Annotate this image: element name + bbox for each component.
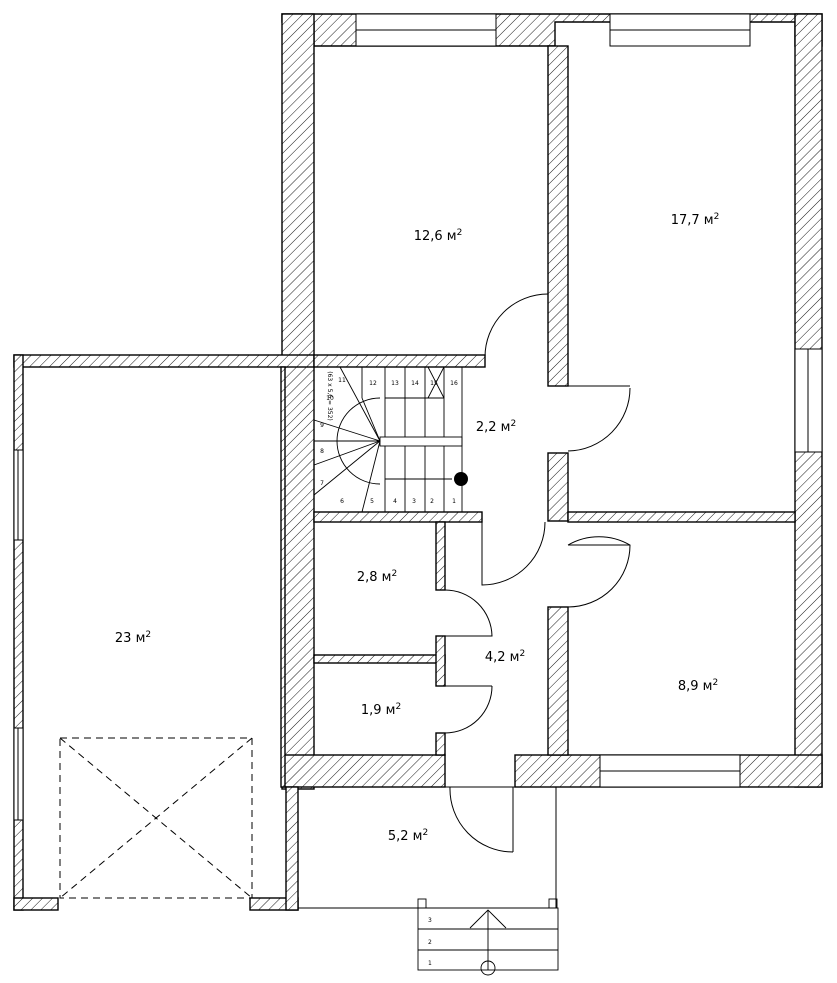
wall-main-left-lower — [281, 358, 315, 790]
stair-step-4: 4 — [393, 498, 397, 505]
wall-bath-right — [435, 521, 446, 591]
stair-step-9: 9 — [320, 422, 324, 429]
wall-bottom-left — [281, 754, 446, 788]
windows — [13, 13, 823, 821]
wall-porch-left — [285, 786, 299, 911]
door-swing-se — [567, 536, 631, 608]
room-bedroom-se-area-label: 8,9 м2 — [678, 678, 718, 694]
wall-interior-center-mid — [547, 452, 569, 522]
wall-garage-top — [13, 354, 315, 368]
stair-step-12: 12 — [369, 380, 377, 387]
wall-bath-bottom — [313, 654, 446, 664]
door-swing-entry — [449, 786, 514, 853]
stair-step-6: 6 — [340, 498, 344, 505]
stair-start-marker — [454, 472, 468, 486]
entry-step-2: 2 — [428, 939, 432, 946]
wall-east-mid — [567, 511, 796, 523]
stair-step-3: 3 — [412, 498, 416, 505]
stair-step-11: 11 — [338, 377, 346, 384]
entry-step-1: 1 — [428, 960, 432, 967]
porch — [298, 786, 557, 909]
stair-step-2: 2 — [430, 498, 434, 505]
wall-garage-bottom-left — [13, 897, 59, 911]
wall-interior-center-upper — [547, 45, 569, 387]
room-garage-area-label: 23 м2 — [115, 630, 151, 646]
interior-walls — [313, 45, 796, 756]
wall-wc-right-upper — [435, 635, 446, 687]
wall-stair-bottom — [313, 511, 483, 523]
stair-step-5: 5 — [370, 498, 374, 505]
stair-step-7: 7 — [320, 480, 324, 487]
stair-step-13: 13 — [391, 380, 399, 387]
room-wc-area-label: 1,9 м2 — [361, 702, 401, 718]
door-swing-wc — [444, 685, 493, 734]
stair-step-14: 14 — [411, 380, 419, 387]
stair-note: (63 x 5,6 = 352) — [326, 371, 333, 421]
stair-step-8: 8 — [320, 448, 324, 455]
garage-pit — [59, 737, 253, 899]
stair-step-10: 10 — [326, 395, 334, 402]
entry-steps: 1 2 3 — [417, 898, 559, 976]
door-swing-nw — [484, 293, 549, 358]
wall-garage-left — [13, 354, 24, 911]
wall-main-left — [281, 13, 315, 360]
room-bedroom-nw-area-label: 12,6 м2 — [414, 228, 463, 244]
wall-nw-bottom — [313, 354, 486, 368]
stair-step-1: 1 — [452, 498, 456, 505]
wall-wc-right-lower — [435, 732, 446, 756]
room-hall-upper-area-label: 2,2 м2 — [476, 419, 516, 435]
stair-step-15: 15 — [430, 380, 438, 387]
door-swing-bath — [444, 589, 493, 637]
doors — [444, 293, 631, 853]
door-swing-ne — [567, 387, 631, 452]
room-corridor-area-label: 4,2 м2 — [485, 649, 525, 665]
entry-step-3: 3 — [428, 917, 432, 924]
room-bathroom-area-label: 2,8 м2 — [357, 569, 397, 585]
wall-interior-center-lower — [547, 606, 569, 756]
room-porch-area-label: 5,2 м2 — [388, 828, 428, 844]
stair-step-16: 16 — [450, 380, 458, 387]
wall-garage-right — [280, 366, 286, 788]
door-swing-stair — [481, 521, 546, 586]
room-bedroom-ne-area-label: 17,7 м2 — [671, 212, 720, 228]
room-labels: 12,6 м2 17,7 м2 2,2 м2 23 м2 2,8 м2 4,2 м2 1,9… — [115, 212, 719, 844]
